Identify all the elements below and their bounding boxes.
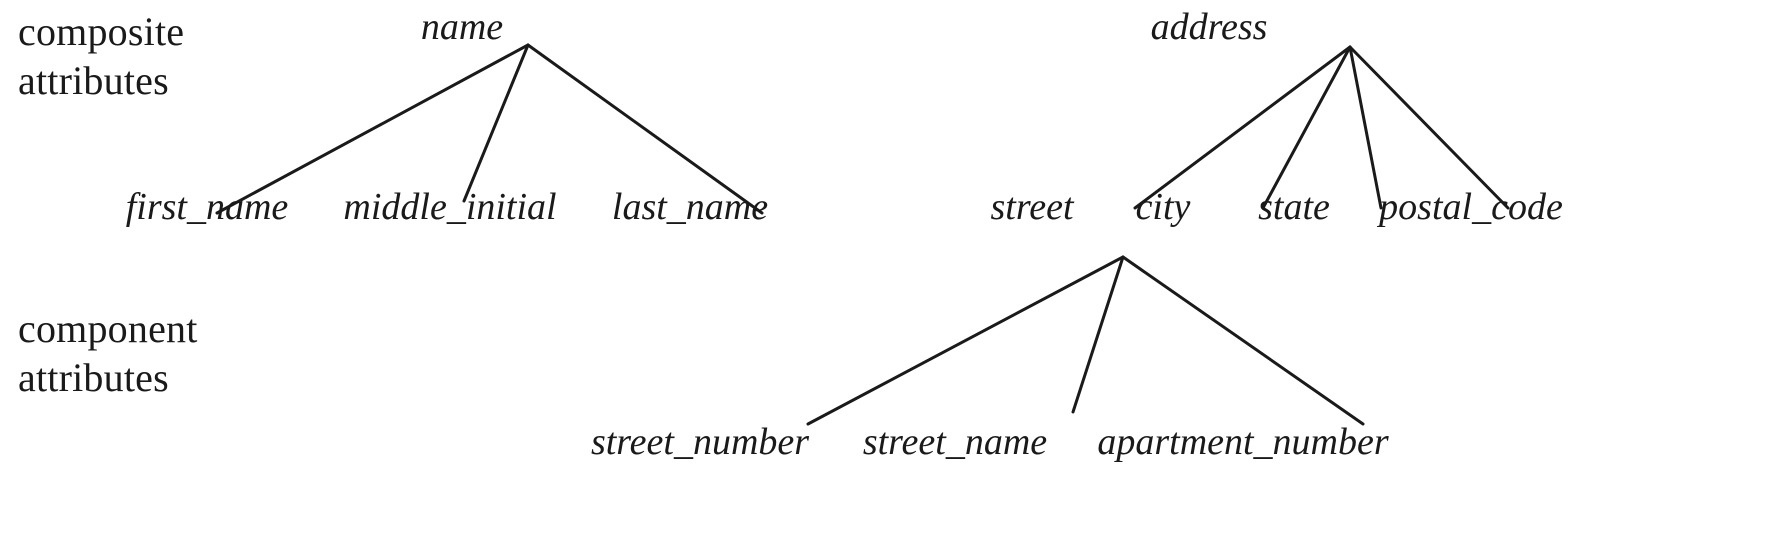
node-label-street-name[interactable]: street_name — [862, 421, 1048, 463]
edge-address-to-city — [1261, 45, 1352, 210]
edge-name-to-middle_initial — [462, 43, 530, 203]
node-label-postal-code[interactable]: postal_code — [1379, 186, 1563, 228]
node-label-city[interactable]: city — [1135, 186, 1191, 228]
node-label-address[interactable]: address — [1150, 6, 1268, 48]
node-label-last-name[interactable]: last_name — [611, 186, 769, 228]
node-label-first-name[interactable]: first_name — [125, 186, 289, 228]
edge-address-to-state — [1348, 45, 1383, 210]
node-label-street[interactable]: street — [990, 186, 1074, 228]
edge-address-to-street — [1133, 45, 1352, 210]
edge-address-to-postal_code — [1348, 45, 1510, 210]
node-label-state[interactable]: state — [1258, 186, 1330, 228]
edge-street-to-apartment_number — [1121, 255, 1365, 426]
node-label-street-number[interactable]: street_number — [590, 421, 810, 463]
edge-street-to-street_name — [1071, 255, 1125, 414]
side-label-component: component attributes — [18, 306, 198, 400]
edge-street-to-street_number — [806, 255, 1125, 426]
node-label-apartment-number[interactable]: apartment_number — [1097, 421, 1389, 463]
node-label-name[interactable]: name — [420, 6, 504, 48]
node-label-middle-initial[interactable]: middle_initial — [343, 186, 557, 228]
side-label-composite: composite attributes — [18, 9, 185, 103]
